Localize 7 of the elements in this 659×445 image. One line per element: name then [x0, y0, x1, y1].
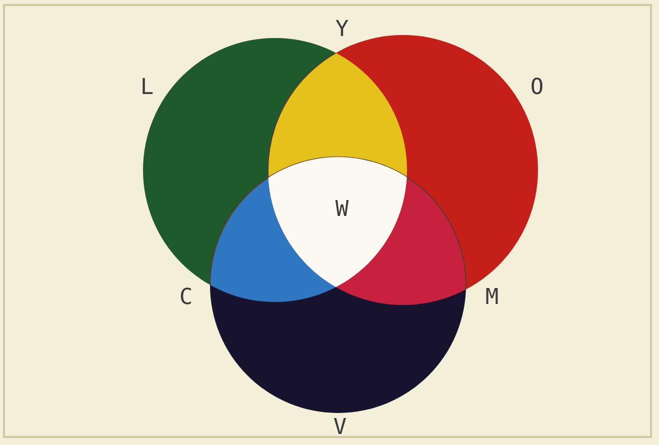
region-letter: Y	[335, 18, 349, 42]
circle-letter: O	[530, 76, 544, 100]
region-letter: C	[179, 286, 193, 310]
circle-letter: L	[140, 76, 154, 100]
circle-letter: V	[333, 416, 347, 440]
region-letter: M	[485, 286, 499, 310]
region-letter: W	[335, 198, 349, 222]
